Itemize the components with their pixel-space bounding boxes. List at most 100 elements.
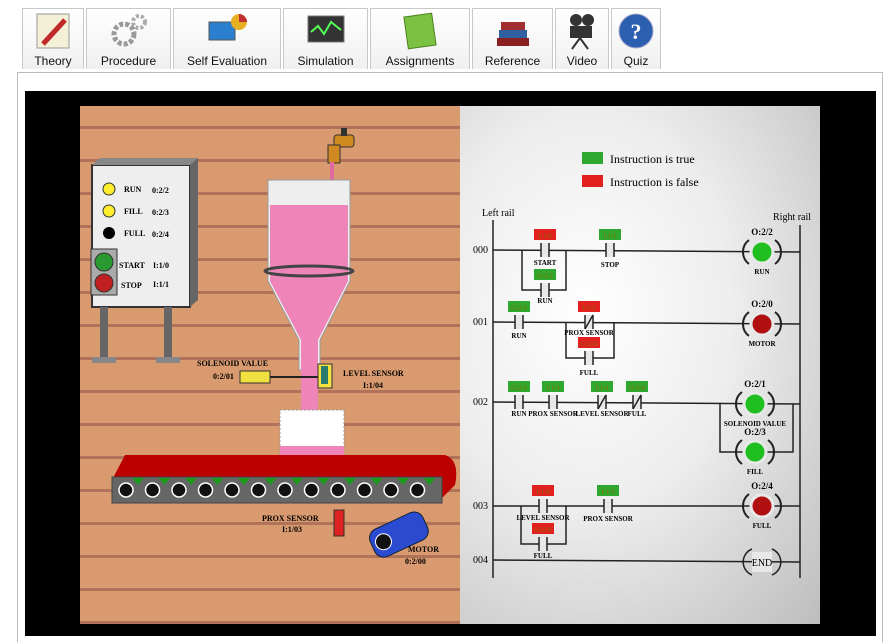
rung-number: 000 (473, 245, 488, 256)
coil-address: O:2/1 (744, 379, 766, 389)
belt-tooth (158, 478, 171, 485)
legend-false: Instruction is false (610, 175, 699, 189)
left-rail-label: Left rail (482, 208, 515, 219)
tab-label: Procedure (100, 54, 157, 68)
pencil-icon (36, 13, 70, 49)
tag-address: I:1/0 (538, 232, 552, 240)
hopper-tank (263, 179, 355, 430)
tab-quiz[interactable]: ? Quiz (611, 8, 661, 69)
roller (197, 482, 214, 498)
tab-self-evaluation[interactable]: Self Evaluation (173, 8, 281, 69)
tab-assignments[interactable]: Assignments (370, 8, 470, 69)
instruction-tag (508, 301, 530, 312)
prox-sensor-label: PROX SENSOR (262, 514, 319, 523)
stop-button[interactable] (94, 273, 114, 293)
contact-label: PROX SENSOR (564, 329, 615, 337)
tab-simulation[interactable]: Simulation (283, 8, 368, 69)
instruction-tag (578, 301, 600, 312)
tab-video[interactable]: Video (555, 8, 609, 69)
roller (224, 482, 240, 498)
belt-tooth (291, 478, 303, 485)
books-icon (496, 22, 529, 46)
instruction-tag (591, 381, 613, 392)
instruction-tag (532, 523, 554, 534)
belt-tooth (317, 478, 330, 485)
tag-address: I:1/4 (595, 384, 609, 392)
coil-address: O:2/2 (751, 227, 773, 237)
output-coil (742, 391, 768, 417)
contact-label: START (534, 259, 557, 267)
oscilloscope-icon (307, 15, 344, 43)
tag-address: I:1/3 (546, 384, 560, 392)
contact-label: FULL (628, 410, 647, 418)
rung-number: 002 (473, 397, 488, 408)
panel-label: FULL (124, 229, 145, 238)
rung-number: 003 (473, 501, 488, 512)
tab-reference[interactable]: Reference (472, 8, 553, 69)
notebook-icon (403, 12, 437, 50)
coil-label: FILL (747, 468, 764, 476)
output-coil (742, 439, 768, 465)
tag-address: I:1/1 (603, 232, 617, 240)
start-button[interactable] (94, 252, 114, 272)
instruction-tag (532, 485, 554, 496)
camera-icon (570, 14, 594, 50)
output-coil (749, 493, 775, 519)
prox-sensor-addr: I:1/03 (282, 525, 302, 534)
panel-addr: I:1/1 (153, 280, 169, 289)
coil-label: FULL (753, 522, 772, 530)
svg-text:?: ? (631, 19, 642, 44)
tab-label: Reference (484, 54, 541, 68)
contact-label: LEVEL SENSOR (575, 410, 629, 418)
output-coil (749, 311, 775, 337)
belt-tooth (238, 478, 250, 485)
end-instruction: END (742, 548, 782, 576)
belt-tooth (211, 478, 224, 485)
instruction-tag (599, 229, 621, 240)
contact-label: STOP (601, 261, 620, 269)
solenoid-label: SOLENOID VALUE (197, 359, 268, 368)
level-sensor-label: LEVEL SENSOR (343, 369, 404, 378)
roller (250, 482, 267, 498)
coil-address: O:2/3 (744, 427, 766, 437)
gears-icon (111, 14, 147, 47)
tag-address: O:2/4 (629, 384, 645, 392)
tab-procedure[interactable]: Procedure (86, 8, 171, 69)
coil-address: O:2/4 (751, 481, 773, 491)
conveyor-belt (111, 455, 457, 504)
belt-tooth (264, 478, 277, 485)
instruction-tag (597, 485, 619, 496)
motor-label: MOTOR (408, 545, 439, 554)
solenoid-addr: 0:2/01 (213, 372, 234, 381)
coil-address: O:2/0 (751, 299, 773, 309)
tab-theory[interactable]: Theory (22, 8, 84, 69)
tab-label: Self Evaluation (186, 54, 268, 68)
tag-address: I:1/3 (582, 304, 596, 312)
faucet-icon (327, 128, 355, 164)
roller (330, 482, 346, 498)
coil-label: RUN (754, 268, 769, 276)
monitor-chart-icon (208, 14, 247, 41)
belt-tooth (132, 478, 144, 485)
panel-label: FILL (124, 207, 143, 216)
tag-address: I:1/3 (601, 488, 615, 496)
contact-label: FULL (580, 369, 599, 377)
tab-label: Simulation (297, 54, 354, 68)
contact-label: RUN (511, 410, 526, 418)
belt-tooth (185, 478, 197, 485)
fill-lamp (102, 204, 116, 218)
contact-label: LEVEL SENSOR (516, 514, 570, 522)
roller (118, 482, 134, 498)
tag-address: I:1/4 (536, 488, 550, 496)
roller (171, 482, 187, 498)
tab-label: Assignments (385, 54, 455, 68)
tag-address: O:2/2 (511, 384, 527, 392)
roller (356, 482, 373, 498)
tab-label: Video (566, 54, 598, 68)
coil-label: MOTOR (748, 340, 776, 348)
ladder-svg: Instruction is true Instruction is false… (473, 152, 811, 578)
legend-false-swatch (582, 175, 603, 187)
panel-label: STOP (121, 281, 142, 290)
